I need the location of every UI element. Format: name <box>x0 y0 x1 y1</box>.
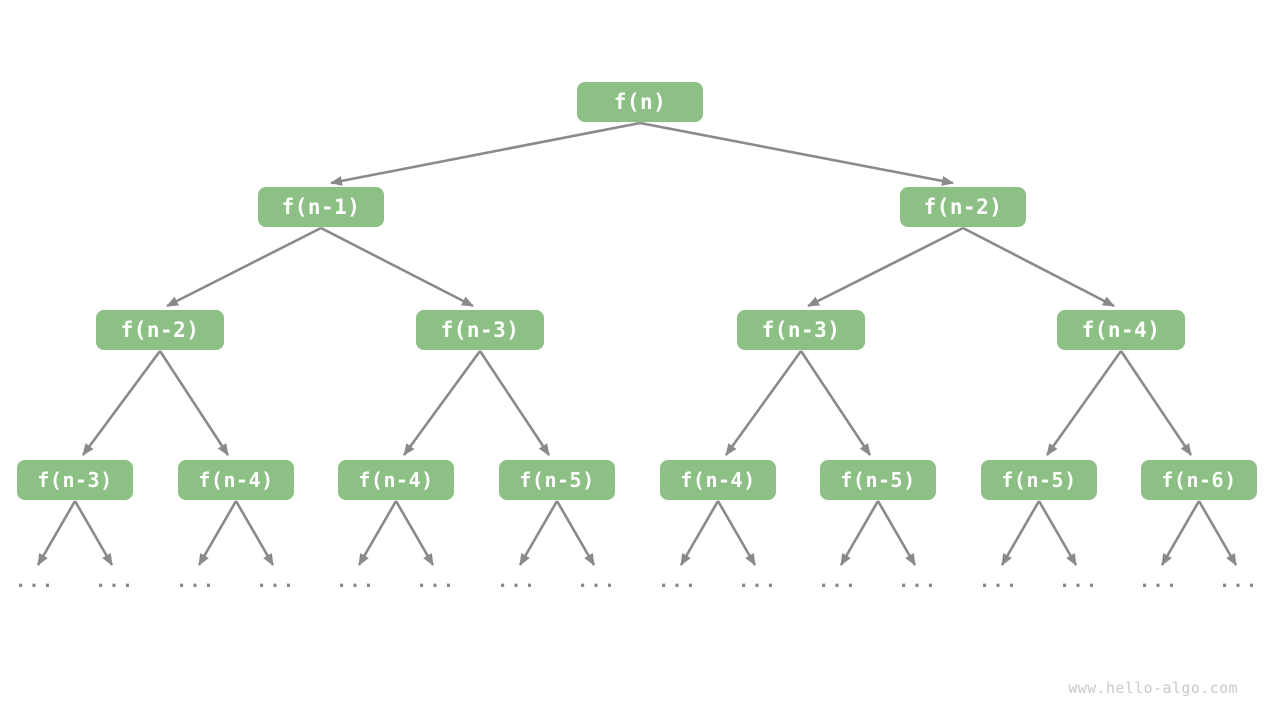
tree-node-l4-4: f(n-4) <box>660 460 776 500</box>
edge-arrow <box>357 500 398 566</box>
leaf-ellipsis: ... <box>14 570 56 592</box>
leaf-ellipsis: ... <box>576 570 618 592</box>
tree-node-l3-0: f(n-2) <box>96 310 224 350</box>
leaf-ellipsis: ... <box>897 570 939 592</box>
edge-arrow <box>1119 350 1193 456</box>
edge-arrow <box>81 350 162 456</box>
leaf-ellipsis: ... <box>1138 570 1180 592</box>
tree-node-l3-1: f(n-3) <box>416 310 544 350</box>
edge-arrow <box>1000 500 1041 566</box>
leaf-ellipsis: ... <box>255 570 297 592</box>
edge-arrow <box>839 500 880 566</box>
tree-node-l4-0: f(n-3) <box>17 460 133 500</box>
edge-arrow <box>1045 350 1123 456</box>
edge-arrow <box>679 500 720 566</box>
leaf-ellipsis: ... <box>175 570 217 592</box>
leaf-ellipsis: ... <box>415 570 457 592</box>
edge-arrow <box>1160 500 1201 566</box>
edge-arrow <box>518 500 559 566</box>
edge-arrow <box>234 500 275 566</box>
edge-arrow <box>807 226 964 308</box>
edge-arrow <box>197 500 238 566</box>
edge-arrow <box>158 350 230 456</box>
leaf-ellipsis: ... <box>737 570 779 592</box>
edge-arrow <box>876 500 917 566</box>
edge-arrow <box>402 350 482 456</box>
edge-arrow <box>555 500 596 566</box>
edge-arrow <box>330 121 641 186</box>
edge-arrow <box>478 350 551 456</box>
edge-arrow <box>724 350 803 456</box>
tree-node-l4-6: f(n-5) <box>981 460 1097 500</box>
tree-node-l3-3: f(n-4) <box>1057 310 1185 350</box>
leaf-ellipsis: ... <box>94 570 136 592</box>
tree-node-l4-5: f(n-5) <box>820 460 936 500</box>
edge-arrow <box>394 500 435 566</box>
edge-arrow <box>36 500 77 566</box>
watermark: www.hello-algo.com <box>1068 679 1238 697</box>
tree-node-l3-2: f(n-3) <box>737 310 865 350</box>
leaf-ellipsis: ... <box>817 570 859 592</box>
edge-arrow <box>1037 500 1078 566</box>
tree-node-l1-0: f(n) <box>577 82 703 122</box>
tree-node-l2-0: f(n-1) <box>258 187 384 227</box>
leaf-ellipsis: ... <box>1218 570 1260 592</box>
edge-arrow <box>1197 500 1238 566</box>
edge-arrow <box>166 226 322 308</box>
leaf-ellipsis: ... <box>496 570 538 592</box>
tree-node-l4-7: f(n-6) <box>1141 460 1257 500</box>
tree-node-l4-3: f(n-5) <box>499 460 615 500</box>
edge-arrow <box>799 350 872 456</box>
edge-arrow <box>716 500 757 566</box>
edge-arrow <box>962 226 1115 308</box>
edge-arrow <box>73 500 114 566</box>
leaf-ellipsis: ... <box>978 570 1020 592</box>
leaf-ellipsis: ... <box>1058 570 1100 592</box>
edge-arrow <box>639 121 954 186</box>
tree-node-l4-1: f(n-4) <box>178 460 294 500</box>
edge-arrow <box>320 226 474 308</box>
leaf-ellipsis: ... <box>335 570 377 592</box>
tree-node-l4-2: f(n-4) <box>338 460 454 500</box>
leaf-ellipsis: ... <box>657 570 699 592</box>
tree-node-l2-1: f(n-2) <box>900 187 1026 227</box>
